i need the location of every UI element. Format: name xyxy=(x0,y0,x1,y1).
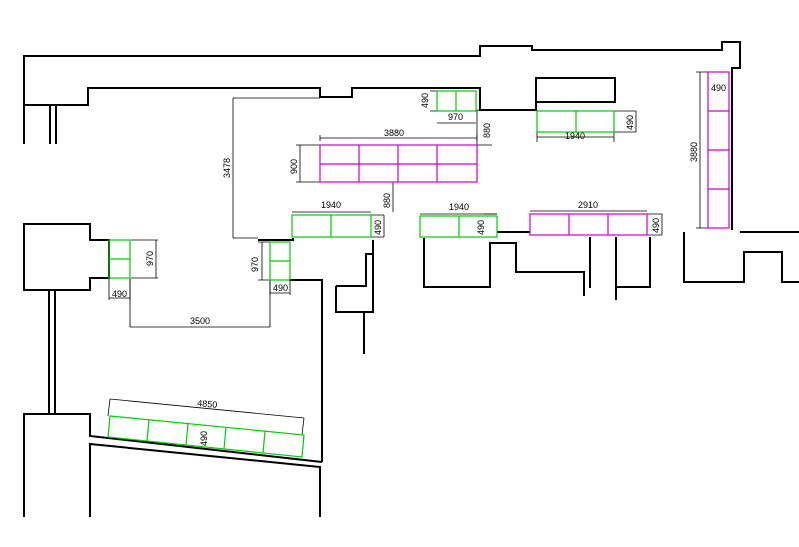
dim-line-3478 xyxy=(232,97,320,239)
label-2910: 2910 xyxy=(578,200,598,210)
dim-ticks-490-left xyxy=(108,278,131,300)
label-1940-right: 1940 xyxy=(565,131,585,141)
label-1940-center: 1940 xyxy=(321,200,341,210)
wall-center-step xyxy=(258,238,374,354)
dim-ticks-490-right xyxy=(614,110,637,133)
wall-left-block xyxy=(23,223,110,291)
label-490-mid-left: 490 xyxy=(273,283,288,293)
label-4850: 4850 xyxy=(197,398,218,410)
wall-center-vertical xyxy=(289,279,323,462)
module-right-1940 xyxy=(536,110,615,133)
walls xyxy=(23,41,799,517)
label-490-magenta: 490 xyxy=(651,218,661,233)
module-top-970 xyxy=(436,90,477,112)
label-900: 900 xyxy=(289,159,299,174)
wall-top-building xyxy=(23,41,741,230)
label-970-left: 970 xyxy=(145,251,155,266)
dimension-lines xyxy=(107,71,708,436)
dim-line-4850 xyxy=(107,398,305,436)
wall-right-block xyxy=(683,231,799,283)
label-970-top: 970 xyxy=(448,112,463,122)
dim-line-970-left xyxy=(131,239,158,279)
module-mid-1940 xyxy=(419,215,498,238)
module-left-970 xyxy=(108,239,131,279)
label-490-mid: 490 xyxy=(476,220,486,235)
label-490-left: 490 xyxy=(112,289,127,299)
module-center-1940 xyxy=(291,214,372,238)
label-970-mid-left: 970 xyxy=(250,257,260,272)
wall-center-recess xyxy=(336,253,373,287)
dim-ticks-490-top xyxy=(430,90,437,112)
module-mid-left-970 xyxy=(269,241,291,281)
dimension-labels: 490 970 880 1940 490 3880 490 3880 900 8… xyxy=(112,83,726,446)
module-magenta-2910 xyxy=(529,213,648,236)
wall-top-pillar xyxy=(49,105,57,144)
label-490-bottom: 490 xyxy=(199,431,209,446)
label-3500: 3500 xyxy=(190,316,210,326)
module-vertical-3880 xyxy=(707,71,730,229)
module-bottom-4850 xyxy=(107,415,305,458)
label-490-center: 490 xyxy=(373,220,383,235)
dim-ticks-490-magenta xyxy=(647,213,663,236)
module-top-row-3880 xyxy=(319,144,478,183)
dim-line-3880-vertical xyxy=(696,71,708,229)
label-490-vertical-right: 490 xyxy=(711,83,726,93)
magenta-modules xyxy=(319,71,730,236)
label-880-a: 880 xyxy=(482,123,492,138)
wall-bottom-left xyxy=(23,413,323,517)
dim-line-3500 xyxy=(129,278,271,328)
label-490-right: 490 xyxy=(625,115,635,130)
label-3880-vertical: 3880 xyxy=(689,142,699,162)
label-1940-mid: 1940 xyxy=(449,202,469,212)
green-modules xyxy=(107,90,615,458)
dim-line-1940-right xyxy=(536,132,615,142)
label-880-b: 880 xyxy=(382,193,392,208)
dim-ticks-490-mid-left xyxy=(269,280,291,295)
dim-ticks-490-center xyxy=(371,214,385,238)
dim-line-3880-top xyxy=(319,135,478,141)
label-3478: 3478 xyxy=(222,158,232,178)
wall-top-inner xyxy=(24,77,616,111)
wall-mid-right-structure xyxy=(423,237,651,300)
label-490-top: 490 xyxy=(420,93,430,108)
dim-line-970-mid-left xyxy=(258,241,270,281)
wall-center-notch xyxy=(335,286,364,313)
dim-line-900 xyxy=(296,144,320,183)
wall-left-column xyxy=(48,290,56,414)
label-3880-top-row: 3880 xyxy=(384,128,404,138)
